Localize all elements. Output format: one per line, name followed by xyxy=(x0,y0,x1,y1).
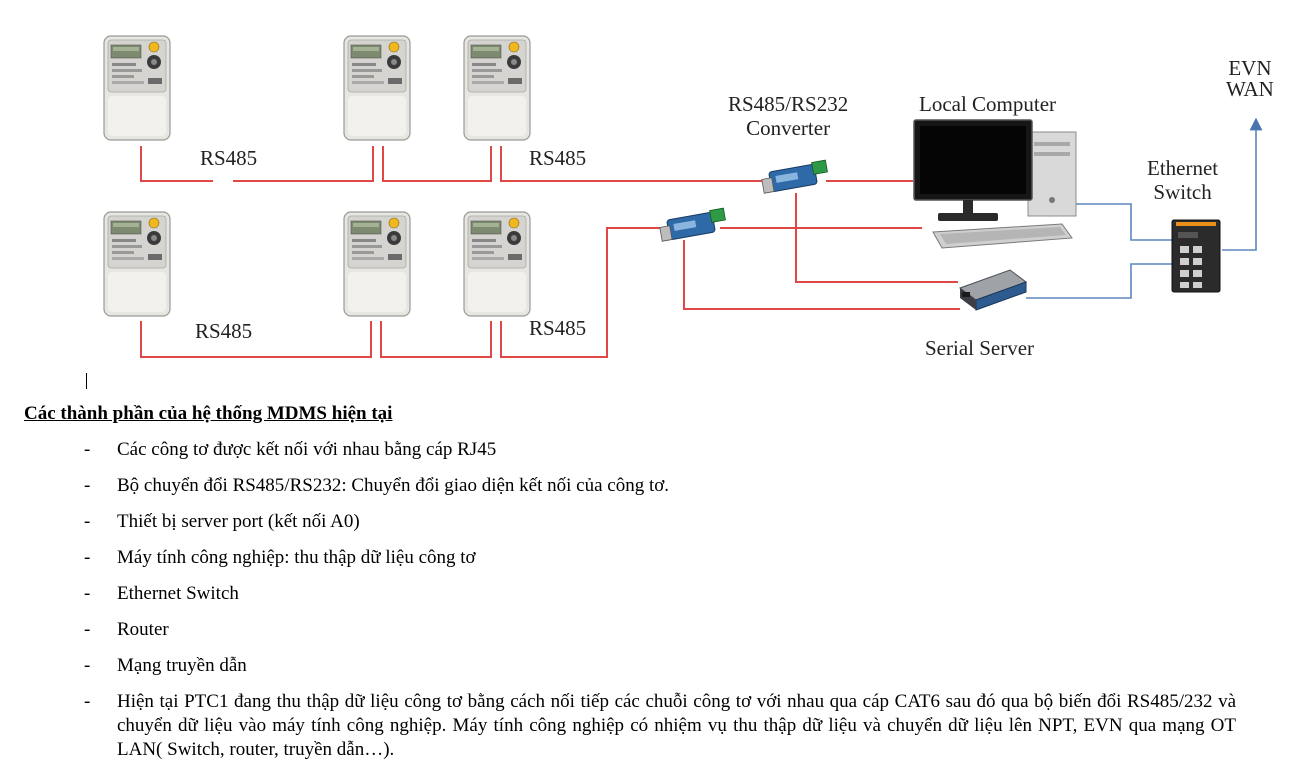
converter-label-line2: Converter xyxy=(746,116,831,141)
bullet-dash: - xyxy=(84,583,91,604)
switch-label-line2: Switch xyxy=(1153,180,1212,205)
rs485-label: RS485 xyxy=(529,146,587,170)
meter-icon xyxy=(463,35,531,141)
list-item: - Bộ chuyển đổi RS485/RS232: Chuyển đổi g… xyxy=(84,474,1236,510)
network-diagram xyxy=(103,35,1263,358)
component-list: - Các công tơ được kết nối với nhau bằng … xyxy=(84,438,1236,762)
rs485-cables xyxy=(140,146,960,358)
local-computer-label: Local Computer xyxy=(919,92,1057,116)
list-item-text: Mạng truyền dẫn xyxy=(117,655,247,676)
serial-server-label: Serial Server xyxy=(925,336,1035,360)
list-item: - Hiện tại PTC1 đang thu thập dữ liệu côn… xyxy=(84,690,1236,762)
list-item-text: Các công tơ được kết nối với nhau bằng c… xyxy=(117,439,497,460)
converter-label: RS485/RS232 Converter xyxy=(728,92,848,140)
list-item-text: Ethernet Switch xyxy=(117,583,239,604)
list-item: - Router xyxy=(84,618,1236,654)
switch-label-line1: Ethernet xyxy=(1147,156,1219,180)
section-heading: Các thành phần của hệ thống MDMS hiện tạ… xyxy=(24,403,393,424)
bullet-dash: - xyxy=(84,547,91,568)
bullet-dash: - xyxy=(84,619,91,640)
serial-server-icon xyxy=(958,269,1028,311)
meter-icon xyxy=(343,211,411,317)
computer-icon xyxy=(913,119,1077,249)
ethernet-cables xyxy=(1026,117,1263,299)
evn-wan-label: EVN WAN xyxy=(1226,58,1274,100)
rs485-label: RS485 xyxy=(200,146,258,170)
list-item-text: Router xyxy=(117,619,169,640)
bullet-dash: - xyxy=(84,691,91,712)
bullet-dash: - xyxy=(84,511,91,532)
bullet-dash: - xyxy=(84,475,91,496)
evn-label-line2: WAN xyxy=(1226,77,1274,101)
converter-icon xyxy=(659,207,726,242)
text-cursor xyxy=(86,373,87,389)
bullet-dash: - xyxy=(84,655,91,676)
rs485-label: RS485 xyxy=(529,316,587,340)
ethernet-switch-icon xyxy=(1171,219,1221,293)
meter-icon xyxy=(103,211,171,317)
list-item-text: Máy tính công nghiệp: thu thập dữ liệu c… xyxy=(117,547,476,568)
bullet-dash: - xyxy=(84,439,91,460)
rs485-label: RS485 xyxy=(195,319,253,343)
converter-label-line1: RS485/RS232 xyxy=(728,92,849,116)
list-item: - Mạng truyền dẫn xyxy=(84,654,1236,690)
list-item-text: Thiết bị server port (kết nối A0) xyxy=(117,511,360,532)
list-item: - Ethernet Switch xyxy=(84,582,1236,618)
meter-icon xyxy=(463,211,531,317)
ethernet-switch-label: Ethernet Switch xyxy=(1147,156,1218,204)
meter-icon xyxy=(343,35,411,141)
meter-icon xyxy=(103,35,171,141)
list-item-text: Hiện tại PTC1 đang thu thập dữ liệu công… xyxy=(117,691,1236,760)
list-item: - Máy tính công nghiệp: thu thập dữ liệu … xyxy=(84,546,1236,582)
list-item: - Thiết bị server port (kết nối A0) xyxy=(84,510,1236,546)
evn-label-line1: EVN xyxy=(1228,56,1272,80)
converter-icon xyxy=(761,159,828,194)
list-item: - Các công tơ được kết nối với nhau bằng … xyxy=(84,438,1236,474)
list-item-text: Bộ chuyển đổi RS485/RS232: Chuyển đổi gi… xyxy=(117,475,670,496)
